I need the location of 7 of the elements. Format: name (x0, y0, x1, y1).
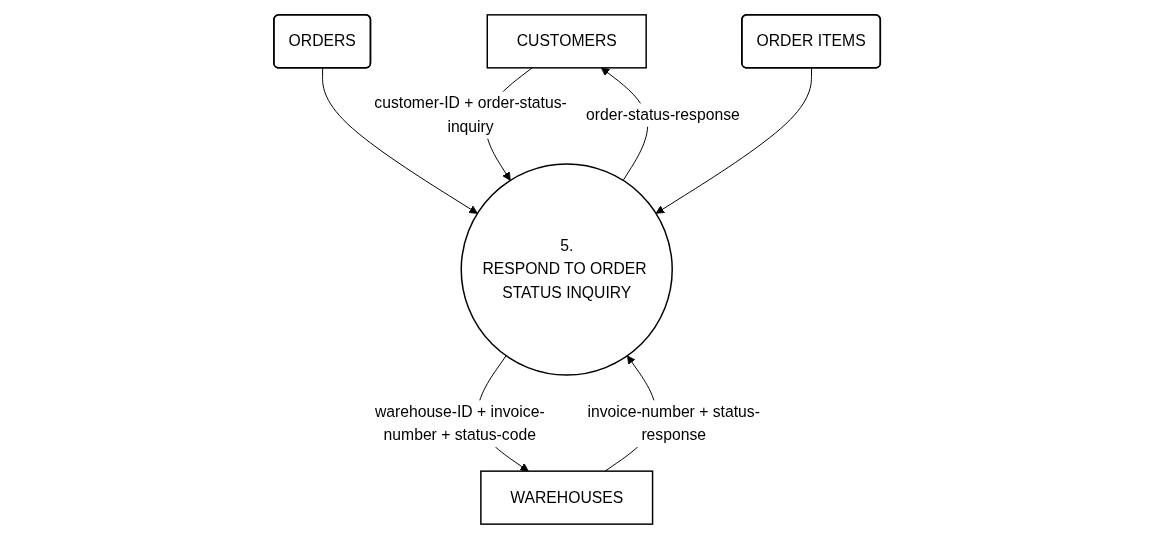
node-box: CUSTOMERS (486, 14, 647, 69)
node-circle: 5. RESPOND TO ORDER STATUS INQUIRY (460, 163, 673, 376)
edge-label: order-status-response (586, 106, 740, 123)
edge-label: warehouse-ID + invoice-number + status-code (374, 403, 545, 444)
node-box: WAREHOUSES (480, 470, 654, 525)
edge-label: invoice-number + status-response (587, 403, 760, 444)
edge-label: customer-ID + order-status-inquiry (374, 94, 567, 135)
